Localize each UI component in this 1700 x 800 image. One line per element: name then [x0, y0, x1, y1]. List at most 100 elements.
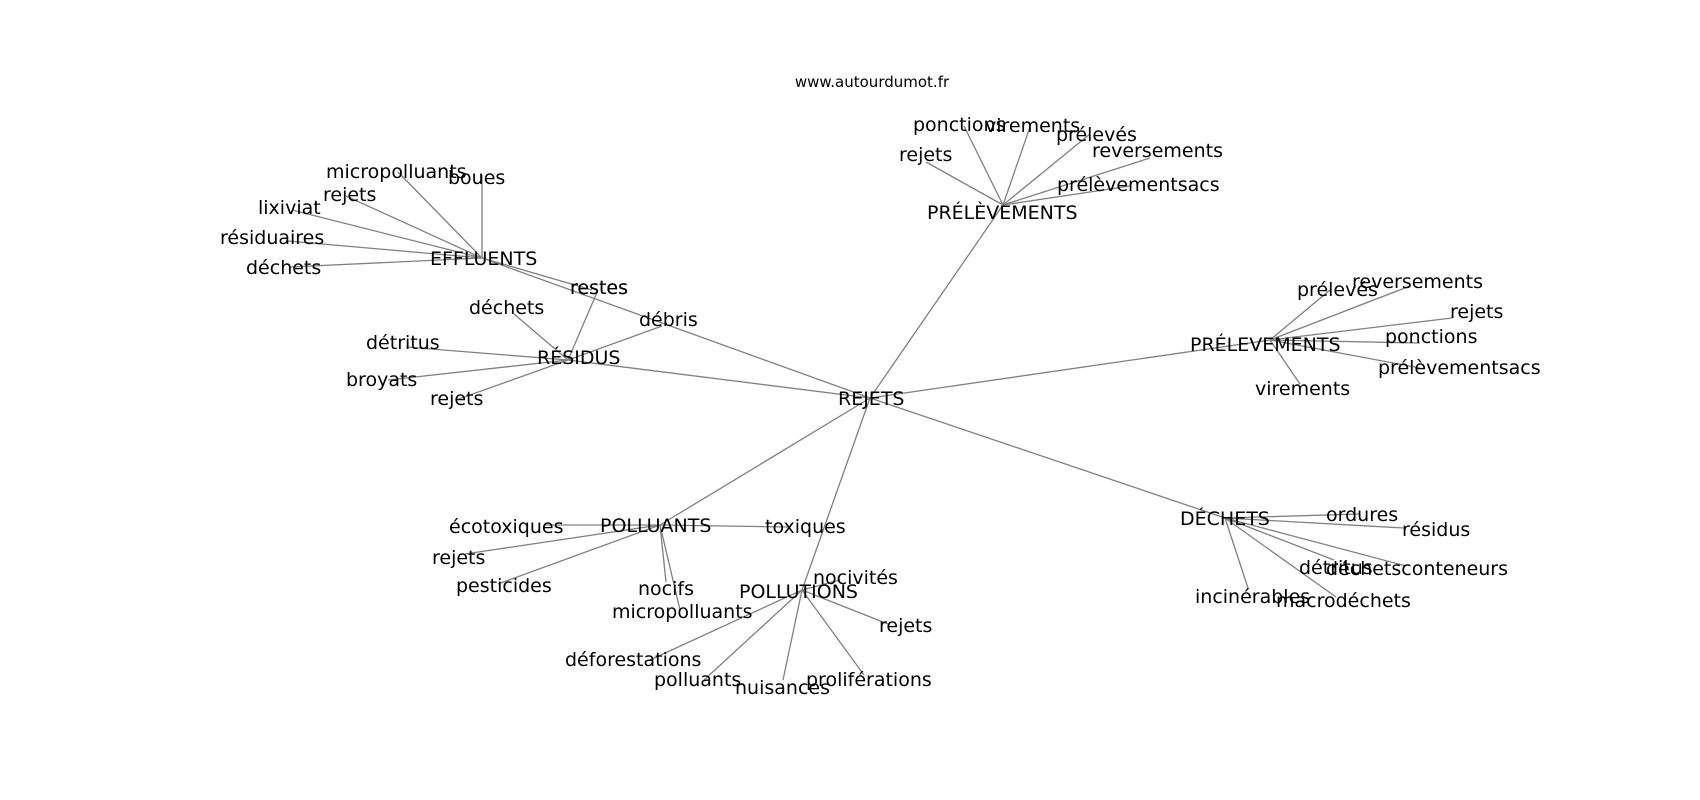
word-node-label: nuisances	[735, 677, 830, 699]
edge-center-to-hub	[659, 397, 871, 526]
word-node-label: déforestations	[565, 649, 701, 671]
word-node-label: rejets	[323, 184, 376, 206]
edge-hub-to-word	[659, 524, 667, 583]
edge-hub-to-word	[1269, 339, 1301, 385]
site-watermark: www.autourdumot.fr	[794, 73, 950, 91]
edge-hub-to-word	[289, 257, 483, 268]
edge-hub-to-word	[387, 359, 569, 381]
edge-layer	[287, 125, 1453, 681]
edge-hub-to-word	[649, 589, 803, 661]
word-node-label: détritus	[366, 332, 440, 354]
edge-center-to-hub	[869, 339, 1271, 399]
edge-hub-to-word	[405, 346, 569, 361]
edge-hub-to-word	[567, 289, 599, 361]
word-node-label: nocivités	[813, 567, 898, 589]
word-node-label: déchets	[246, 257, 321, 279]
edge-hub-to-word	[1002, 126, 1031, 206]
word-node-label: prélèvementsacs	[1057, 174, 1220, 196]
word-node-label: prélèvementsacs	[1378, 357, 1541, 379]
edge-hub-to-word	[801, 589, 865, 676]
word-node-label: détritus	[1299, 557, 1373, 579]
word-node-label: broyats	[346, 369, 417, 391]
edge-hub-to-word	[782, 589, 803, 681]
word-node-label: proliférations	[806, 669, 932, 691]
edge-hub-to-word	[1269, 339, 1421, 344]
edge-hub-to-word	[1224, 517, 1335, 561]
edge-hub-to-word	[925, 161, 1004, 206]
word-node-label: reversements	[1092, 140, 1223, 162]
hub-node-label: PRÉLEVEMENTS	[1190, 333, 1341, 356]
edge-hub-to-word	[455, 359, 569, 401]
edge-hub-to-word	[287, 240, 483, 259]
edge-hub-to-word	[513, 313, 569, 361]
hub-node-label: EFFLUENTS	[430, 248, 537, 270]
word-node-label: restes	[570, 277, 628, 299]
edge-center-to-hub	[567, 359, 871, 399]
word-node-label: incinérables	[1195, 586, 1310, 608]
edge-hub-to-word	[801, 579, 841, 591]
word-node-label: pesticides	[456, 575, 552, 597]
edge-hub-to-word	[659, 524, 681, 611]
edge-hub-to-word	[703, 589, 803, 681]
word-node-label: résiduaires	[220, 227, 324, 249]
word-node-label: virements	[985, 115, 1080, 137]
edge-hub-to-word	[464, 524, 661, 555]
word-node-label: rejets	[432, 547, 485, 569]
edge-hub-to-word	[659, 524, 789, 528]
hub-node-label: RÉSIDUS	[537, 346, 620, 369]
word-node-label: micropolluants	[326, 161, 467, 183]
edge-hub-to-word	[1269, 339, 1421, 369]
edge-hub-to-word	[1002, 157, 1151, 206]
word-node-label: prélevés	[1056, 124, 1137, 146]
edge-hub-to-word	[1224, 517, 1407, 567]
edge-hub-to-word	[801, 589, 889, 625]
center-node-label: REJETS	[838, 388, 904, 410]
label-layer: REJETSEFFLUENTSmicropolluantsbouesrejets…	[220, 114, 1541, 699]
word-node-label: résidus	[1402, 519, 1470, 541]
edge-hub-to-word	[1269, 317, 1453, 341]
word-node-label: micropolluants	[612, 601, 753, 623]
edge-center-to-hub	[869, 204, 1004, 399]
edge-hub-to-word	[397, 171, 483, 259]
edge-hub-to-word	[291, 209, 483, 259]
word-node-label: toxiques	[765, 516, 846, 538]
word-node-label: ordures	[1326, 504, 1398, 526]
word-node-label: rejets	[1450, 301, 1503, 323]
edge-hub-to-word	[1269, 289, 1331, 341]
word-node-label: déchets	[469, 297, 544, 319]
word-node-label: virements	[1255, 378, 1350, 400]
edge-hub-to-word	[481, 257, 593, 291]
edge-center-to-hub	[481, 257, 871, 399]
word-node-label: reversements	[1352, 271, 1483, 293]
edge-center-to-hub	[801, 397, 871, 591]
hub-node-label: DÉCHETS	[1180, 507, 1270, 530]
edge-hub-to-word	[1002, 133, 1091, 206]
edge-hub-to-word	[1224, 513, 1361, 519]
word-node-label: déchetsconteneurs	[1326, 558, 1508, 580]
word-node-label: rejets	[879, 615, 932, 637]
edge-center-to-hub	[869, 397, 1226, 519]
word-node-label: restes	[570, 277, 628, 299]
hub-node-label: PRÉLÈVEMENTS	[927, 201, 1078, 224]
word-node-label: polluants	[654, 669, 741, 691]
edge-hub-to-word	[963, 125, 1004, 206]
word-node-label: écotoxiques	[449, 516, 563, 538]
word-node-label: macrodéchets	[1276, 590, 1411, 612]
edge-hub-to-word	[567, 325, 663, 361]
word-node-label: débris	[639, 309, 698, 331]
edge-hub-to-word	[1224, 517, 1405, 529]
word-node-label: lixiviat	[258, 197, 321, 219]
word-node-label: prélevés	[1297, 279, 1378, 301]
word-node-label: ponctions	[1385, 326, 1477, 348]
edge-hub-to-word	[345, 195, 483, 259]
edge-hub-to-word	[1269, 285, 1411, 341]
word-node-label: boues	[448, 167, 505, 189]
word-node-label: nocifs	[638, 578, 694, 600]
hub-node-label: POLLUTIONS	[739, 581, 858, 603]
word-node-label: rejets	[430, 388, 483, 410]
edge-hub-to-word	[1002, 185, 1131, 206]
edge-hub-to-word	[1224, 517, 1337, 598]
word-node-label: rejets	[899, 144, 952, 166]
